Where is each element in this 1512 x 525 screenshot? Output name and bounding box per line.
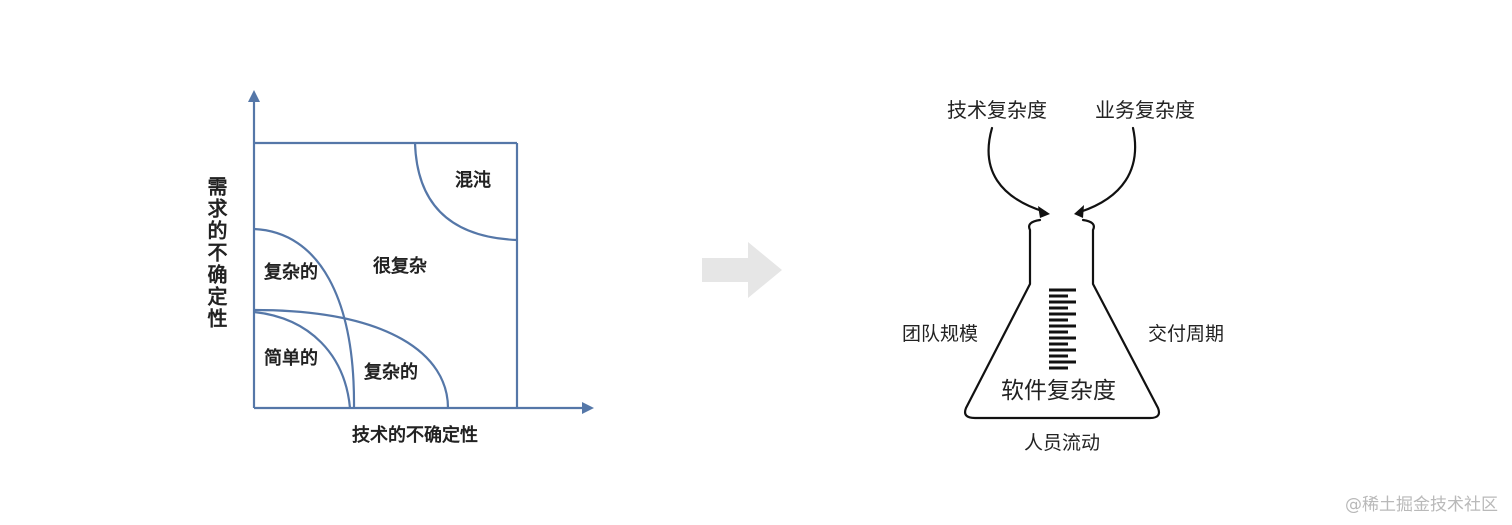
flask-graduation-marks bbox=[1049, 288, 1076, 370]
region-complex-upper: 复杂的 bbox=[264, 262, 318, 283]
chaos-boundary bbox=[413, 142, 518, 242]
x-axis-arrowhead bbox=[582, 402, 594, 414]
flask-outline bbox=[963, 218, 1161, 420]
y-axis-arrowhead bbox=[248, 90, 260, 102]
tech-complexity-label: 技术复杂度 bbox=[947, 98, 1047, 122]
region-very-complex: 很复杂 bbox=[373, 256, 427, 277]
business-complexity-label: 业务复杂度 bbox=[1095, 98, 1195, 122]
complex-upper-boundary bbox=[253, 227, 356, 409]
business-input-curve bbox=[1078, 126, 1137, 214]
software-complexity-label: 软件复杂度 bbox=[1001, 378, 1116, 404]
x-axis-label: 技术的不确定性 bbox=[352, 425, 478, 446]
region-complex-lower: 复杂的 bbox=[364, 362, 418, 383]
region-simple: 简单的 bbox=[264, 348, 318, 369]
tech-input-curve bbox=[987, 126, 1047, 214]
watermark: @稀土掘金技术社区 bbox=[1345, 495, 1498, 515]
tech-input-arrowhead bbox=[1038, 206, 1050, 218]
business-input-arrowhead bbox=[1074, 205, 1084, 218]
personnel-turnover-label: 人员流动 bbox=[1024, 432, 1101, 454]
region-chaos: 混沌 bbox=[455, 170, 491, 191]
team-size-label: 团队规模 bbox=[902, 323, 979, 345]
simple-boundary bbox=[253, 310, 352, 409]
delivery-cycle-label: 交付周期 bbox=[1148, 323, 1225, 345]
arrow-shape bbox=[702, 242, 782, 298]
complex-lower-boundary bbox=[253, 308, 450, 409]
y-axis-label: 需求的不确定性 bbox=[204, 176, 228, 330]
